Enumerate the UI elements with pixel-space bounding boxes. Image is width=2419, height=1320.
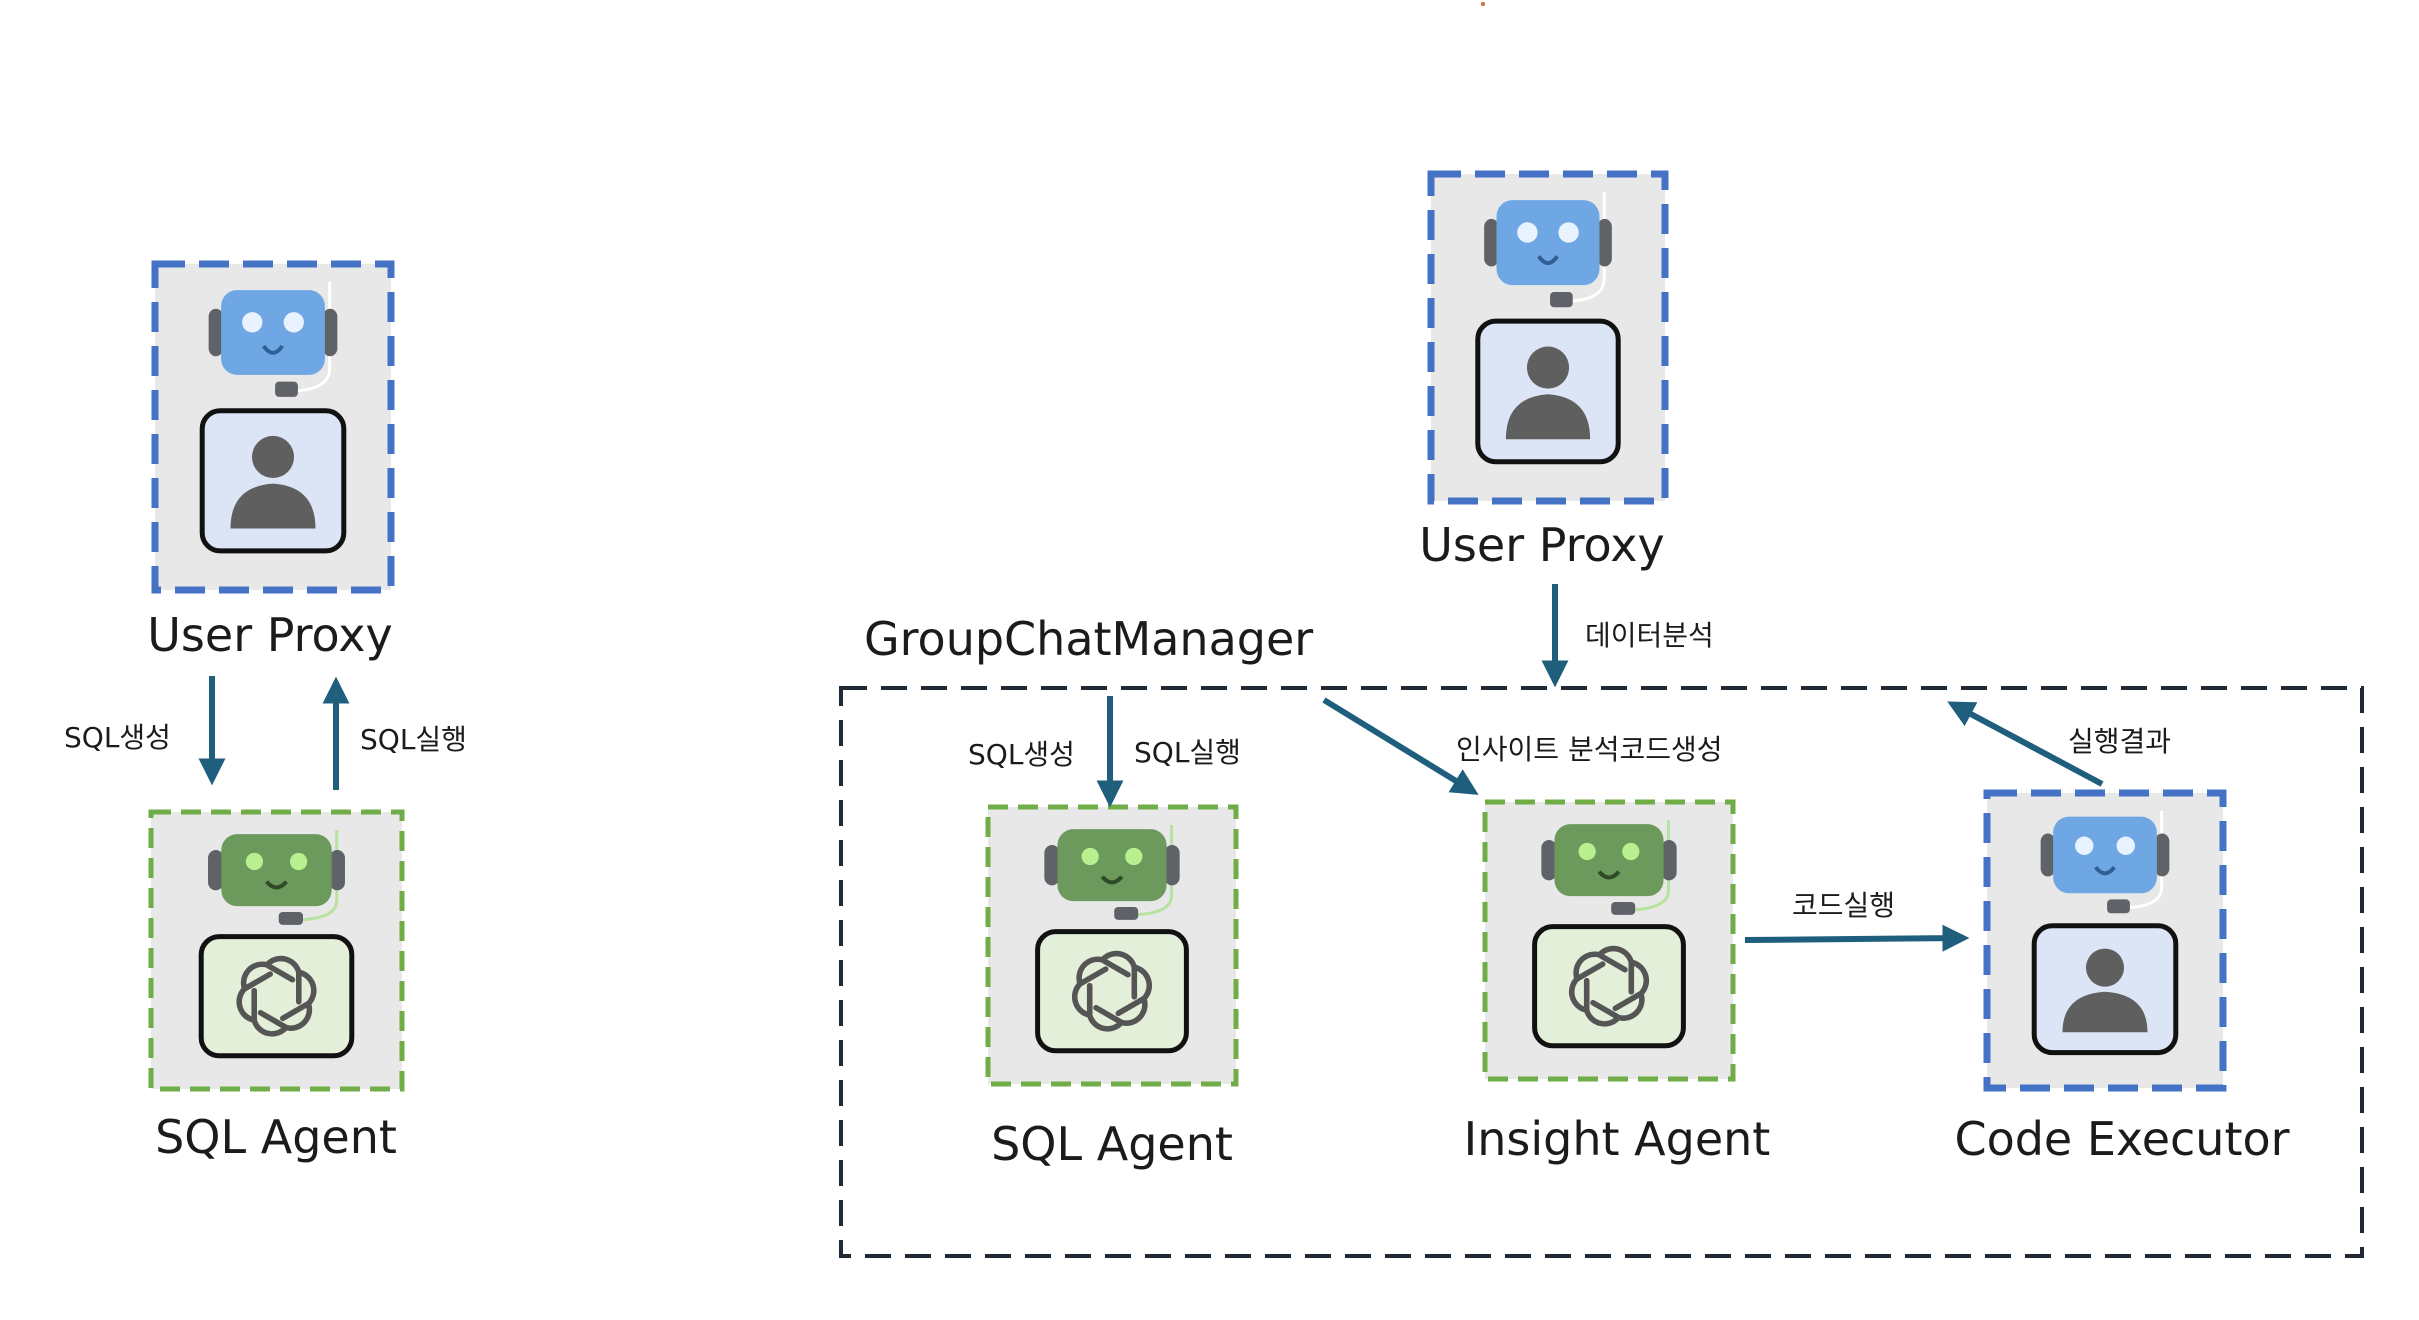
- arrow-code-exec: [1744, 924, 1970, 952]
- edge-label-sql-gen: SQL생성: [968, 738, 1075, 771]
- edge-label-left-sql-gen: SQL생성: [64, 721, 171, 754]
- avatar-frame: [198, 934, 355, 1059]
- person-icon: [2062, 948, 2148, 1033]
- avatar-frame: [1475, 318, 1621, 465]
- edges-layer: [198, 584, 2104, 952]
- edge-label-insight-codegen: 인사이트 분석코드생성: [1456, 733, 1723, 766]
- edge-label-left-sql-exec: SQL실행: [360, 723, 467, 756]
- stray-dot: [1481, 2, 1485, 6]
- robot-head-icon: [208, 290, 338, 397]
- left-sql-agent-label: SQL Agent: [155, 1110, 397, 1164]
- arrow-insight-codegen: [1322, 697, 1479, 795]
- code-executor-node: [1983, 789, 2227, 1092]
- insight-agent-node: [1482, 799, 1736, 1082]
- sql-agent-label: SQL Agent: [991, 1117, 1233, 1171]
- insight-agent-label: Insight Agent: [1463, 1112, 1771, 1166]
- arrow-exec-result: [1947, 701, 2104, 787]
- robot-head-icon: [1484, 200, 1612, 308]
- sql-agent-node: [985, 804, 1239, 1087]
- top-user-proxy-node: [1427, 170, 1669, 505]
- top-user-proxy-label: User Proxy: [1419, 518, 1665, 572]
- robot-head-icon: [208, 834, 345, 925]
- robot-head-icon: [1044, 829, 1180, 920]
- nodes-layer: [148, 170, 2227, 1092]
- left-sql-agent-node: [148, 809, 405, 1092]
- code-executor-label: Code Executor: [1954, 1112, 2290, 1166]
- robot-head-icon: [2040, 816, 2170, 914]
- avatar-frame: [1035, 929, 1189, 1054]
- left-user-proxy-label: User Proxy: [147, 608, 393, 662]
- person-icon: [230, 435, 316, 529]
- edge-label-code-exec: 코드실행: [1792, 889, 1896, 922]
- avatar-frame: [199, 408, 347, 554]
- edge-label-exec-result: 실행결과: [2068, 725, 2172, 758]
- avatar-frame: [2031, 923, 2179, 1056]
- person-icon: [1505, 346, 1591, 440]
- group-chat-manager-box: [839, 686, 2364, 1258]
- group-chat-manager-label: GroupChatManager: [864, 612, 1314, 666]
- left-user-proxy-node: [151, 260, 395, 594]
- robot-head-icon: [1541, 824, 1677, 915]
- avatar-frame: [1532, 924, 1686, 1049]
- edge-label-sql-exec: SQL실행: [1134, 736, 1241, 769]
- edge-label-data-analysis: 데이터분석: [1585, 619, 1714, 652]
